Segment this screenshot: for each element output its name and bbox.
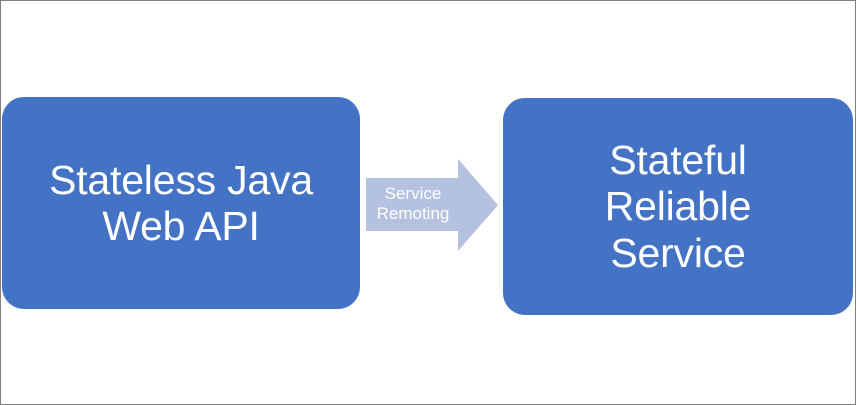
node-stateless-java-web-api[interactable]: Stateless Java Web API bbox=[2, 97, 360, 309]
node-stateful-reliable-service[interactable]: Stateful Reliable Service bbox=[503, 98, 853, 315]
service-remoting-arrow[interactable] bbox=[363, 156, 501, 254]
node-stateless-java-web-api-label: Stateless Java Web API bbox=[49, 156, 313, 249]
node-stateful-reliable-service-label: Stateful Reliable Service bbox=[604, 137, 752, 276]
block-arrow-right-icon bbox=[366, 159, 498, 251]
